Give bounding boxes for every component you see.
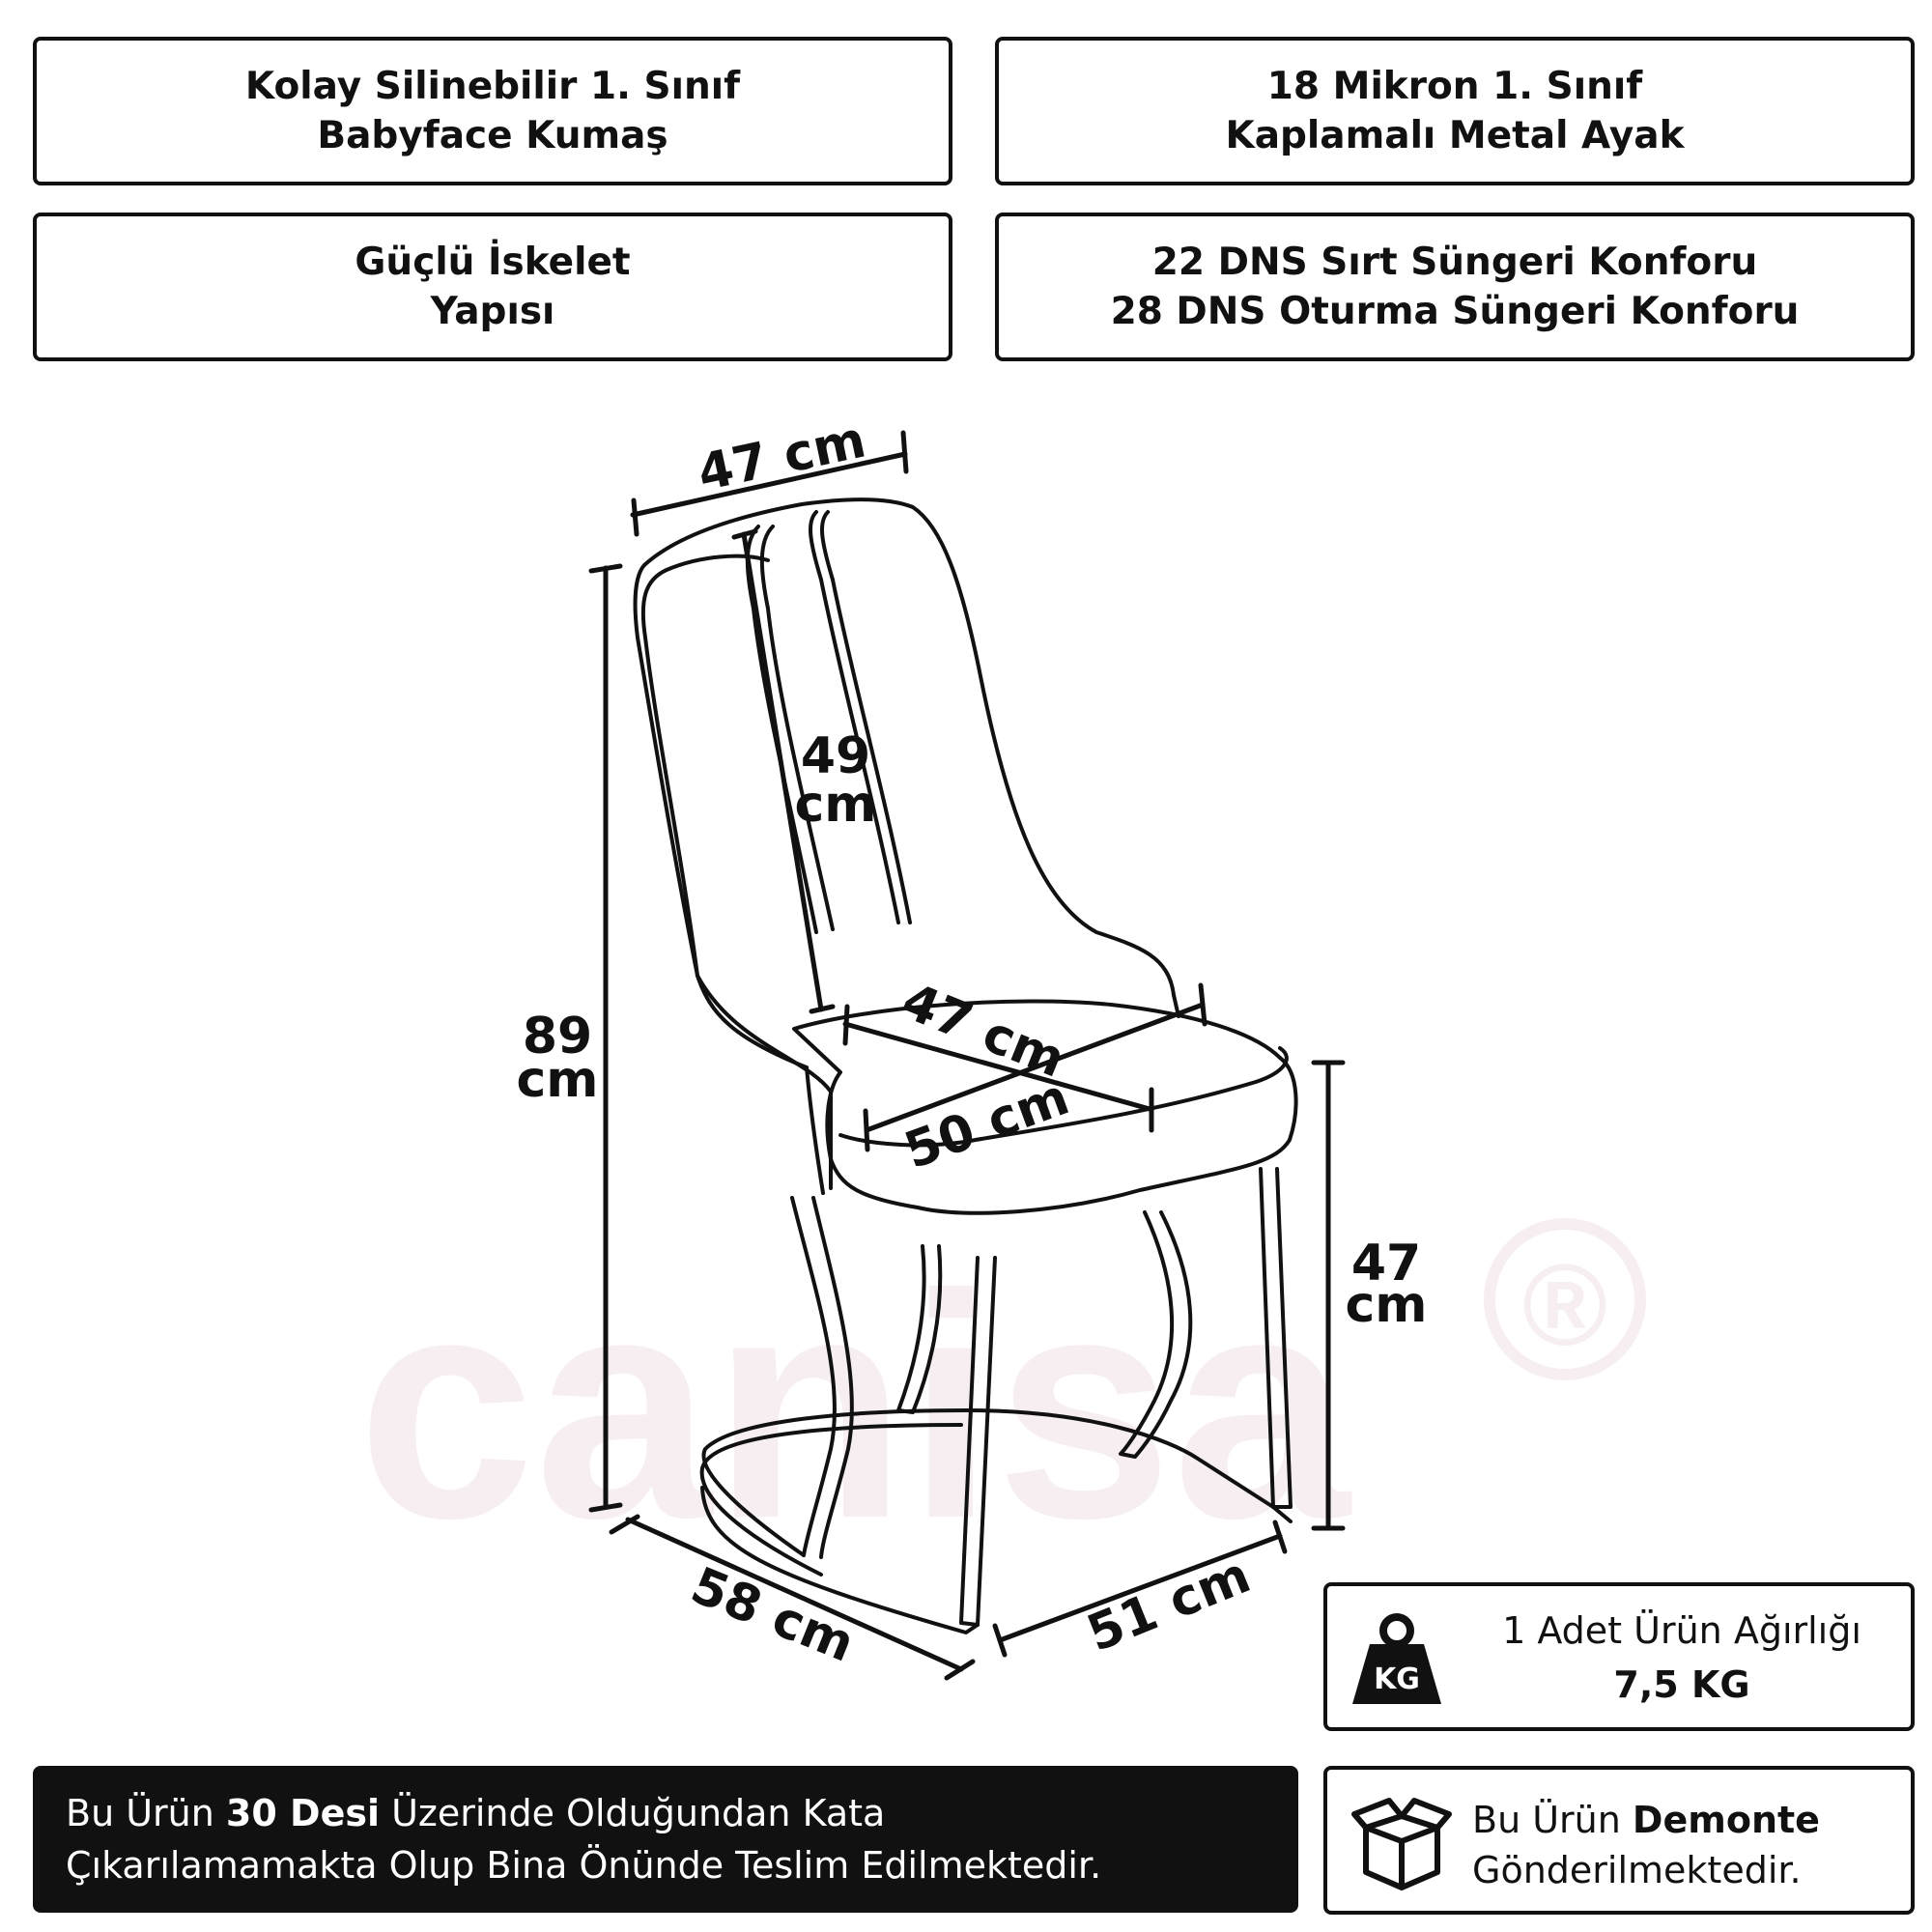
shipping-info-box: Bu Ürün Demonte Gönderilmektedir. bbox=[1323, 1766, 1915, 1915]
base-ring-top bbox=[701, 1408, 1293, 1557]
backrest-piping-left bbox=[640, 554, 770, 978]
shipping-highlight: Demonte bbox=[1632, 1799, 1820, 1841]
leg-back-left-inner bbox=[811, 1196, 854, 1559]
backrest-channel-2 bbox=[759, 525, 835, 931]
dim-label-back-height-unit: cm bbox=[794, 776, 876, 834]
watermark-text: canisa bbox=[357, 1228, 1351, 1584]
feature-line: Güçlü İskelet bbox=[355, 241, 631, 284]
backrest-outer bbox=[633, 497, 1180, 1069]
dim-label-seat-height-unit: cm bbox=[1345, 1276, 1427, 1334]
feature-line: Kolay Silinebilir 1. Sınıf bbox=[244, 65, 741, 108]
dim-label-back-height-value: 49 bbox=[801, 727, 870, 785]
chair-outline bbox=[633, 497, 1298, 1634]
feature-box-fabric: Kolay Silinebilir 1. Sınıf Babyface Kuma… bbox=[33, 37, 952, 185]
dim-line-base-depth bbox=[625, 1517, 964, 1672]
base-ring-bottom bbox=[700, 1486, 980, 1634]
dim-line-base-width bbox=[997, 1533, 1283, 1643]
dim-line-top-width bbox=[630, 451, 908, 518]
leg-back-left bbox=[790, 1196, 838, 1557]
kg-weight-icon: KG bbox=[1352, 1613, 1441, 1704]
arm-curve bbox=[696, 974, 833, 1190]
leg-back-right bbox=[1119, 1210, 1193, 1459]
desi-notice-highlight: 30 Desi bbox=[225, 1792, 380, 1834]
dim-line-seat-width bbox=[842, 1021, 1152, 1112]
feature-line: Babyface Kumaş bbox=[317, 114, 668, 157]
dim-label-seat-height-value: 47 bbox=[1351, 1235, 1421, 1293]
feature-line: 28 DNS Oturma Süngeri Konforu bbox=[1110, 290, 1800, 333]
weight-info-box: KG 1 Adet Ürün Ağırlığı 7,5 KG bbox=[1323, 1582, 1915, 1731]
shipping-text-part: Bu Ürün bbox=[1472, 1799, 1633, 1841]
desi-notice-text: Üzerinde Olduğundan Kata bbox=[380, 1792, 886, 1834]
feature-line: 18 Mikron 1. Sınıf bbox=[1266, 65, 1643, 108]
base-ring-inner bbox=[699, 1423, 963, 1577]
dim-line-seat-depth bbox=[864, 1002, 1206, 1133]
arm-side bbox=[805, 1065, 825, 1195]
desi-notice-line2: Çıkarılamamakta Olup Bina Önünde Teslim … bbox=[66, 1844, 1102, 1887]
seat-cushion bbox=[792, 999, 1298, 1215]
weight-label: 1 Adet Ürün Ağırlığı bbox=[1502, 1609, 1861, 1652]
kg-icon-label: KG bbox=[1374, 1662, 1420, 1696]
shipping-line2: Gönderilmektedir. bbox=[1472, 1849, 1802, 1891]
weight-text: 1 Adet Ürün Ağırlığı 7,5 KG bbox=[1463, 1604, 1901, 1712]
feature-line: 22 DNS Sırt Süngeri Konforu bbox=[1151, 241, 1758, 284]
shipping-line1: Bu Ürün Demonte bbox=[1472, 1795, 1901, 1845]
feature-line: Yapısı bbox=[430, 290, 555, 333]
dim-label-top-width: 47 cm bbox=[693, 412, 870, 503]
dim-label-total-height-value: 89 bbox=[523, 1008, 592, 1065]
feature-box-metal-legs: 18 Mikron 1. Sınıf Kaplamalı Metal Ayak bbox=[995, 37, 1915, 185]
watermark-registered-mark: ® bbox=[1522, 1240, 1607, 1370]
backrest-channel-3 bbox=[809, 510, 900, 924]
shipping-text: Bu Ürün Demonte Gönderilmektedir. bbox=[1472, 1795, 1901, 1895]
feature-box-foam: 22 DNS Sırt Süngeri Konforu 28 DNS Oturm… bbox=[995, 213, 1915, 361]
desi-notice-line1: Bu Ürün 30 Desi Üzerinde Olduğundan Kata bbox=[66, 1787, 1265, 1839]
desi-notice-text: Bu Ürün bbox=[66, 1792, 226, 1834]
backrest-channel-4 bbox=[820, 510, 912, 924]
seat-piping bbox=[838, 1046, 1289, 1148]
dim-label-total-height-unit: cm bbox=[516, 1051, 598, 1109]
weight-value: 7,5 KG bbox=[1613, 1663, 1750, 1706]
watermark-registered-ring bbox=[1484, 1218, 1646, 1380]
leg-front-right bbox=[1259, 1167, 1293, 1509]
dim-line-back-height bbox=[741, 531, 824, 1012]
feature-line: Kaplamalı Metal Ayak bbox=[1225, 114, 1685, 157]
dimension-lines bbox=[588, 430, 1346, 1681]
leg-front-left bbox=[959, 1256, 997, 1627]
feature-box-frame: Güçlü İskelet Yapısı bbox=[33, 213, 952, 361]
desi-notice-banner: Bu Ürün 30 Desi Üzerinde Olduğundan Kata… bbox=[33, 1766, 1298, 1913]
open-box-icon bbox=[1351, 1798, 1452, 1890]
brand-watermark: canisa ® bbox=[357, 1218, 1646, 1584]
